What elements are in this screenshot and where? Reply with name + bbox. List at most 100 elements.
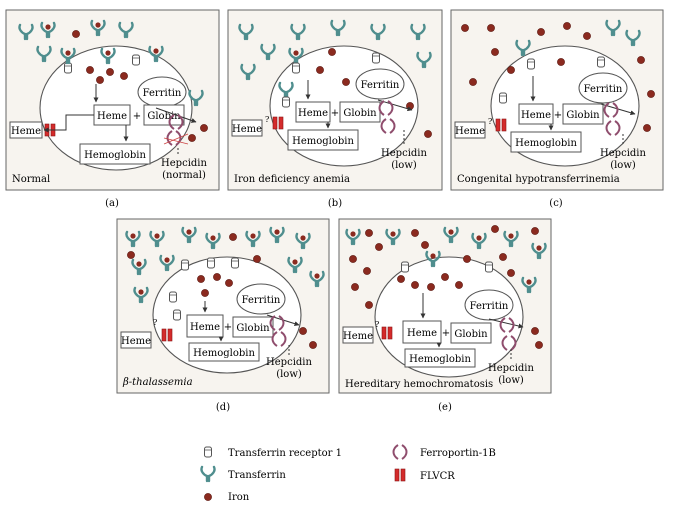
panel-title: Congenital hypotransferrinemia — [457, 174, 620, 185]
iron-icon — [397, 275, 405, 283]
hepcidin-inhibit — [163, 133, 189, 145]
heme-export-box — [120, 331, 152, 349]
iron-icon — [507, 66, 515, 74]
iron-icon — [349, 255, 357, 263]
ferritin-oval — [355, 68, 405, 100]
hemoglobin-box — [510, 131, 582, 153]
iron-icon — [86, 66, 94, 74]
hepcidin-label: Hepcidin — [381, 148, 427, 159]
ferritin-label: Ferritin — [584, 84, 623, 95]
globin-label: Globin — [236, 323, 270, 334]
heme-label: Heme — [97, 111, 127, 122]
iron-icon — [491, 225, 499, 233]
iron-icon — [200, 124, 208, 132]
iron-icon — [455, 281, 463, 289]
legend-transferrin-receptor: Transferrin receptor 1 — [228, 448, 342, 459]
transferrin-receptor-icon — [527, 58, 535, 70]
ferritin-oval — [236, 283, 286, 315]
iron-icon — [201, 289, 209, 297]
iron-icon — [72, 30, 80, 38]
hepcidin-status: (low) — [391, 160, 417, 171]
heme-export-box — [342, 326, 374, 344]
hemoglobin-label: Hemoglobin — [409, 354, 471, 365]
heme-export-label: Heme — [232, 124, 262, 135]
iron-icon — [537, 28, 545, 36]
transferrin-receptor-icon — [597, 56, 605, 68]
heme-label: Heme — [190, 322, 220, 333]
heme-export-label: Heme — [343, 331, 373, 342]
iron-icon — [491, 48, 499, 56]
ferritin-label: Ferritin — [361, 80, 400, 91]
hemoglobin-box — [188, 342, 260, 362]
iron-export-arrow — [488, 318, 524, 329]
iron-icon — [647, 90, 655, 98]
panel-a: Ferritin Heme + Globin Hemoglobin Heme H… — [5, 9, 220, 191]
iron-icon — [499, 253, 507, 261]
iron-icon — [375, 243, 383, 251]
panel-d: Ferritin Heme + Globin Hemoglobin Heme ?… — [116, 218, 330, 394]
transferrin-receptor-icon — [499, 92, 507, 104]
transferrin-receptor-icon — [372, 52, 380, 64]
hemoglobin-box — [404, 348, 476, 368]
iron-icon — [96, 76, 104, 84]
heme-export-arrow — [43, 114, 94, 133]
heme-box — [186, 314, 224, 338]
iron-icon — [204, 493, 212, 501]
transferrin-receptor-icon — [401, 261, 409, 273]
transferrin-icon — [200, 465, 216, 483]
transferrin-receptor-icon — [485, 261, 493, 273]
iron-icon — [563, 22, 571, 30]
iron-icon — [463, 255, 471, 263]
iron-icon — [583, 32, 591, 40]
panel-caption: (c) — [549, 198, 563, 209]
legend-flvcr: FLVCR — [420, 471, 455, 482]
transferrin-receptor-icon — [132, 54, 140, 66]
panel-c: Ferritin Heme + Globin Hemoglobin Heme ?… — [450, 9, 664, 191]
hemoglobin-label: Hemoglobin — [84, 150, 146, 161]
iron-export-arrow — [155, 107, 197, 123]
panel-title: Iron deficiency anemia — [234, 174, 350, 185]
hemoglobin-label: Hemoglobin — [515, 138, 577, 149]
iron-icon — [365, 301, 373, 309]
iron-icon — [461, 24, 469, 32]
iron-icon — [342, 78, 350, 86]
heme-export-label: Heme — [11, 126, 41, 137]
legend-transferrin: Transferrin — [228, 470, 286, 481]
panel-caption: (e) — [438, 402, 452, 413]
panel-caption: (d) — [216, 402, 230, 413]
hepcidin-label: Hepcidin — [488, 363, 534, 374]
iron-icon — [253, 255, 261, 263]
transferrin-receptor-icon — [64, 62, 72, 74]
panel-caption: (b) — [328, 198, 342, 209]
hemoglobin-label: Hemoglobin — [193, 348, 255, 359]
transferrin-receptor-icon — [204, 446, 212, 458]
ferritin-label: Ferritin — [470, 301, 509, 312]
plus-sign: + — [442, 328, 450, 339]
iron-icon — [643, 124, 651, 132]
iron-icon — [637, 56, 645, 64]
iron-icon — [363, 267, 371, 275]
hepcidin-status: (normal) — [162, 170, 206, 181]
transferrin-receptor-icon — [292, 62, 300, 74]
iron-icon — [106, 68, 114, 76]
legend: Transferrin receptor 1 Transferrin Iron … — [200, 444, 496, 503]
ferroportin-icon — [392, 444, 408, 460]
iron-icon — [365, 229, 373, 237]
hepcidin-label: Hepcidin — [266, 357, 312, 368]
plus-sign: + — [133, 111, 141, 122]
panel-caption: (a) — [105, 198, 119, 209]
legend-iron: Iron — [228, 492, 250, 503]
plus-sign: + — [554, 110, 562, 121]
heme-label: Heme — [298, 108, 328, 119]
iron-icon — [424, 130, 432, 138]
hemoglobin-box — [287, 129, 359, 151]
heme-question: ? — [488, 117, 492, 126]
iron-icon — [531, 327, 539, 335]
hepcidin-status: (low) — [610, 160, 636, 171]
globin-label: Globin — [343, 108, 377, 119]
ferritin-label: Ferritin — [143, 88, 182, 99]
transferrin-receptor-icon — [207, 257, 215, 269]
iron-icon — [316, 66, 324, 74]
globin-label: Globin — [566, 110, 600, 121]
